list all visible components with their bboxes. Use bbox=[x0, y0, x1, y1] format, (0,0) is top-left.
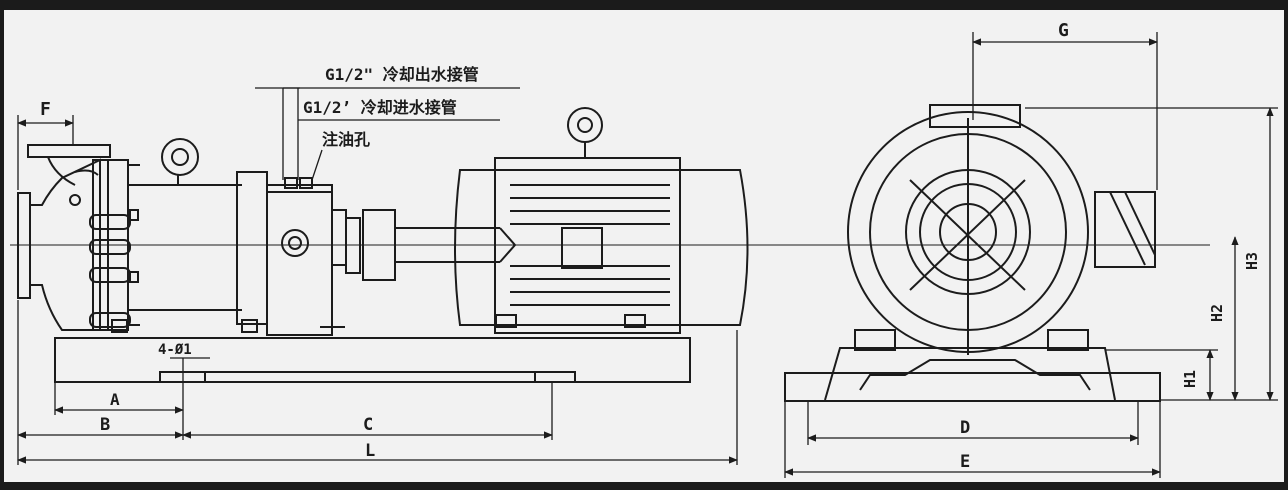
dim-label-H1: H1 bbox=[1181, 370, 1199, 388]
dim-label-A: A bbox=[110, 390, 120, 409]
motor bbox=[454, 157, 749, 334]
bearing-housing bbox=[266, 177, 347, 336]
dim-label-D: D bbox=[960, 418, 970, 438]
side-view bbox=[10, 107, 1210, 383]
dim-label-H2: H2 bbox=[1208, 304, 1226, 322]
dim-label-L: L bbox=[365, 441, 375, 461]
magnet-housing bbox=[111, 171, 268, 333]
dim-label-H3: H3 bbox=[1243, 252, 1261, 270]
callout-cooling-inlet: G1/2’ 冷却进水接管 bbox=[303, 98, 457, 117]
end-terminal-box bbox=[1094, 191, 1156, 268]
base-plate bbox=[54, 337, 691, 383]
pump-lifting-eye bbox=[161, 138, 199, 186]
dim-label-C: C bbox=[363, 415, 373, 435]
dim-label-B: B bbox=[100, 415, 110, 435]
terminal-box bbox=[561, 227, 603, 269]
end-view bbox=[784, 104, 1161, 402]
callout-bolt-holes: 4-Ø1 bbox=[158, 342, 192, 358]
pump-volute bbox=[17, 144, 111, 331]
motor-lifting-eye bbox=[567, 107, 603, 158]
callout-cooling-outlet: G1/2" 冷却出水接管 bbox=[325, 65, 479, 84]
dim-label-G: G bbox=[1058, 20, 1069, 41]
dim-label-E: E bbox=[960, 452, 970, 472]
end-base bbox=[784, 329, 1161, 402]
callout-oil-hole: 注油孔 bbox=[322, 130, 370, 149]
dim-label-F: F bbox=[40, 99, 51, 120]
drawing-sheet bbox=[4, 10, 1284, 482]
motor-end bbox=[847, 104, 1089, 355]
